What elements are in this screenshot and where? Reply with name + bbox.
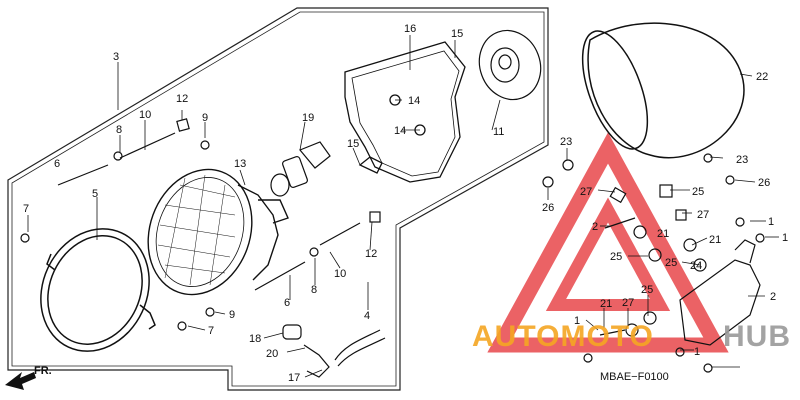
part-labels: 3 16 15 14 14 11 12 10 8 9 6 13 19 15 5 … xyxy=(23,23,788,384)
watermark-part1: AUTOMOTO xyxy=(472,320,654,353)
screw-set xyxy=(20,118,381,331)
part-label: 12 xyxy=(176,93,188,105)
part-label: 7 xyxy=(208,325,214,337)
watermark-part2: HUB xyxy=(723,320,791,353)
part-label: 25 xyxy=(641,284,653,296)
part-label: 21 xyxy=(709,234,721,246)
part-label: 1 xyxy=(768,216,774,228)
part-label: 27 xyxy=(697,209,709,221)
part-label: 6 xyxy=(284,297,290,309)
part-label: 8 xyxy=(116,124,122,136)
part-label: 9 xyxy=(229,309,235,321)
part-label: 27 xyxy=(580,186,592,198)
headlight-unit xyxy=(147,168,289,296)
part-label: 7 xyxy=(23,203,29,215)
part-label: 16 xyxy=(404,23,416,35)
part-label: 15 xyxy=(347,138,359,150)
part-label: 4 xyxy=(364,310,370,322)
part-label: 1 xyxy=(782,232,788,244)
part-label: 1 xyxy=(574,315,580,327)
part-label: 25 xyxy=(610,251,622,263)
headlight-rim xyxy=(40,228,156,352)
assembly-frame xyxy=(7,7,549,391)
part-label: 21 xyxy=(600,298,612,310)
part-label: 15 xyxy=(451,28,463,40)
part-label: 10 xyxy=(334,268,346,280)
part-label: 3 xyxy=(113,51,119,63)
front-direction-label: FR. xyxy=(34,365,52,377)
part-label: 20 xyxy=(266,348,278,360)
diagram-code: MBAE−F0100 xyxy=(600,371,669,383)
front-direction-arrow: FR. xyxy=(5,365,52,390)
part-label: 27 xyxy=(622,297,634,309)
mount-bracket xyxy=(542,153,765,373)
part-label: 14 xyxy=(408,95,420,107)
part-label: 17 xyxy=(288,372,300,384)
part-label: 10 xyxy=(139,109,151,121)
leader-lines xyxy=(27,35,779,378)
headlight-bracket xyxy=(344,41,466,183)
assembly-frame-inner xyxy=(11,11,545,387)
part-label: 18 xyxy=(249,333,261,345)
part-label: 26 xyxy=(758,177,770,189)
part-label: 8 xyxy=(311,284,317,296)
part-label: 11 xyxy=(493,126,504,138)
grommet-cap xyxy=(478,29,542,101)
part-label: 13 xyxy=(234,158,246,170)
part-label: 5 xyxy=(92,188,98,200)
headlight-bulb xyxy=(270,141,331,197)
part-label: 21 xyxy=(657,228,669,240)
watermark-text: AUTOMOTO HUB xyxy=(472,320,791,353)
socket-harness xyxy=(282,324,386,378)
headlight-case xyxy=(581,22,745,159)
part-label: 9 xyxy=(202,112,208,124)
part-label: 1 xyxy=(694,346,700,358)
part-label: 23 xyxy=(736,154,748,166)
part-label: 2 xyxy=(770,291,776,303)
part-label: 19 xyxy=(302,112,314,124)
part-label: 25 xyxy=(665,257,677,269)
part-label: 22 xyxy=(756,71,768,83)
part-label: 25 xyxy=(692,186,704,198)
part-label: 14 xyxy=(394,125,406,137)
part-label: 12 xyxy=(365,248,377,260)
watermark-logo xyxy=(487,132,729,353)
part-label: 24 xyxy=(690,260,702,272)
part-label: 2 xyxy=(592,221,598,233)
part-label: 23 xyxy=(560,136,572,148)
part-label: 26 xyxy=(542,202,554,214)
part-label: 6 xyxy=(54,158,60,170)
